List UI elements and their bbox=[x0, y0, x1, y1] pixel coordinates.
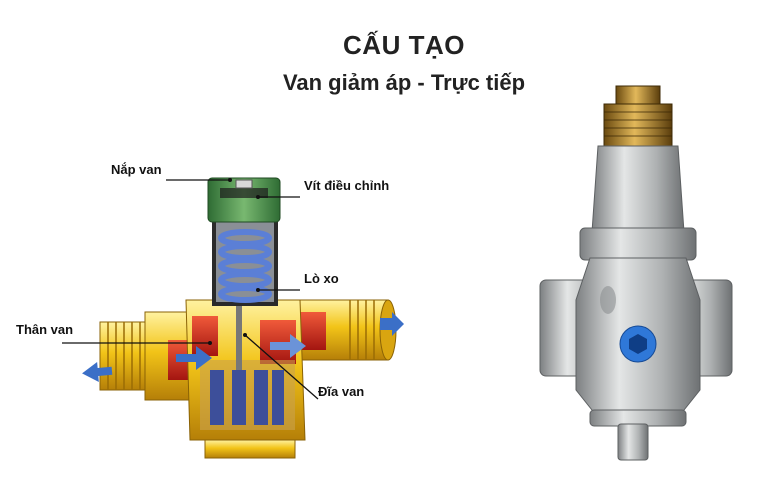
label-body: Thân van bbox=[16, 322, 74, 337]
spring bbox=[218, 229, 272, 303]
brass-adjust-nut bbox=[603, 85, 673, 147]
main-title: CẤU TẠO bbox=[343, 30, 465, 60]
label-spring: Lò xo bbox=[304, 271, 339, 286]
label-disc: Đĩa van bbox=[318, 384, 365, 399]
gauge-port-plug bbox=[619, 325, 657, 363]
label-cap: Nắp van bbox=[111, 162, 162, 177]
subtitle: Van giảm áp - Trực tiếp bbox=[282, 70, 526, 95]
right-outlet-pipe bbox=[286, 299, 397, 361]
flow-arrows bbox=[82, 312, 404, 382]
label-adjust-screw: Vít điều chỉnh bbox=[304, 178, 390, 193]
bonnet bbox=[579, 145, 697, 261]
valve-cap bbox=[207, 177, 281, 223]
leader-disc bbox=[244, 334, 319, 400]
